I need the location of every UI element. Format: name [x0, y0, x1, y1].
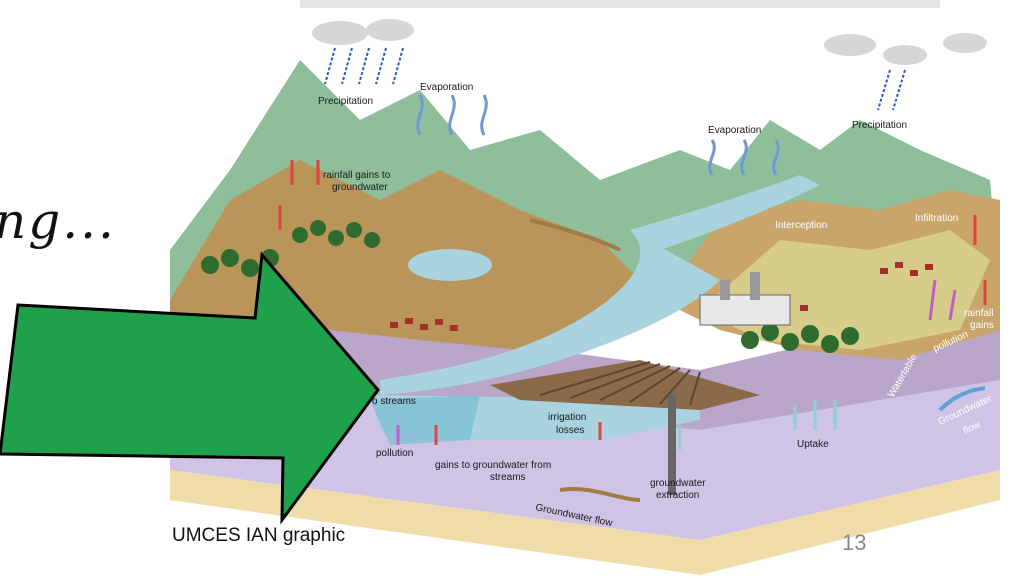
label-evaporation-mid: Evaporation — [708, 125, 761, 136]
slide-number: 13 — [842, 530, 867, 555]
label-irrigation-1: irrigation — [548, 412, 586, 423]
furrow-lines — [539, 361, 701, 406]
label-precipitation-left: Precipitation — [318, 96, 373, 107]
block-front-sand — [170, 470, 1000, 575]
river-upper — [630, 175, 820, 250]
evaporation-arrows — [416, 94, 780, 176]
flow-arrows — [529, 218, 986, 502]
label-rainfall-gains-r1: rainfall — [964, 308, 993, 319]
lake — [408, 249, 492, 281]
label-pollution-left: pollution — [376, 448, 413, 459]
label-gains-streams-1: gains to groundwater from — [435, 460, 551, 471]
label-gains-streams-2: streams — [490, 472, 526, 483]
precipitation-arrows — [324, 47, 906, 111]
extraction-well — [668, 395, 676, 495]
title-strip — [300, 0, 940, 8]
label-extraction-2: extraction — [656, 490, 699, 501]
village-houses — [390, 262, 933, 331]
green-arrow — [0, 251, 380, 525]
label-interception: Interception — [775, 220, 827, 231]
label-precipitation-right: Precipitation — [852, 120, 907, 131]
clouds — [312, 19, 987, 65]
river — [380, 230, 720, 395]
label-rainfall-gains-2: groundwater — [332, 182, 388, 193]
infiltration-arrows — [278, 160, 987, 445]
pollution-arrows — [396, 279, 957, 445]
forest — [201, 220, 859, 353]
image-credit: UMCES IAN graphic — [172, 525, 346, 546]
label-uptake: Uptake — [797, 439, 829, 450]
label-rainfall-gains-1: rainfall gains to — [323, 170, 391, 181]
label-extraction-1: groundwater — [650, 478, 706, 489]
label-irrigation-2: losses — [556, 425, 584, 436]
label-infiltration: Infiltration — [915, 213, 958, 224]
slide-heading-fragment: ng... — [0, 192, 116, 250]
factory — [699, 272, 791, 326]
label-evaporation-left: Evaporation — [420, 82, 473, 93]
label-to-streams: o streams — [372, 396, 416, 407]
label-rainfall-gains-r2: gains — [970, 320, 994, 331]
uptake-arrows — [678, 400, 837, 450]
